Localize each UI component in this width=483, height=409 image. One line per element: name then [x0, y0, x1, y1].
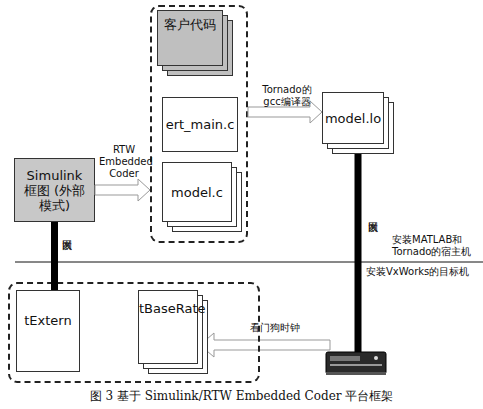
- figure-caption: 图 3 基于 Simulink/RTW Embedded Coder 平台框架: [0, 389, 483, 403]
- annotation-label: 看门狗时钟: [250, 322, 300, 334]
- ethernet-cable: [355, 148, 362, 364]
- ethernet-cable: [51, 222, 58, 290]
- host-target-separator: [15, 262, 483, 263]
- target-machine-icon: [326, 352, 386, 375]
- watchdog-arrow: [200, 333, 330, 357]
- code-group: 客户代码 ert_main.c model.c: [150, 5, 248, 243]
- node-text: 客户代码: [164, 17, 216, 32]
- edge-label: Tornado的 gcc编译器: [254, 84, 320, 108]
- task-group: tExtern tBaseRate: [8, 282, 260, 383]
- simulink-box: Simulink 框图 (外部模式): [14, 158, 95, 222]
- node-text: model.c: [171, 185, 223, 200]
- node-text: Simulink 框图 (外部模式): [19, 168, 90, 213]
- source-file-box: ert_main.c: [162, 97, 238, 152]
- source-file-box: model.c: [162, 162, 232, 222]
- task-box: tExtern: [16, 290, 80, 372]
- annotation-label: 安装MATLAB和 Tornado的宿主机: [392, 234, 482, 258]
- node-text: ert_main.c: [166, 117, 235, 132]
- edge-label: RTW Embedded Coder: [99, 144, 149, 180]
- block-arrow: [95, 179, 150, 201]
- node-text: model.lo: [325, 111, 381, 126]
- task-box: tBaseRate: [138, 290, 198, 364]
- customer-code-box: 客户代码: [157, 10, 223, 66]
- annotation-label: 安装VxWorks的目标机: [366, 266, 469, 278]
- node-text: tBaseRate: [139, 301, 197, 316]
- object-file-box: model.lo: [322, 92, 384, 144]
- node-text: tExtern: [17, 313, 79, 328]
